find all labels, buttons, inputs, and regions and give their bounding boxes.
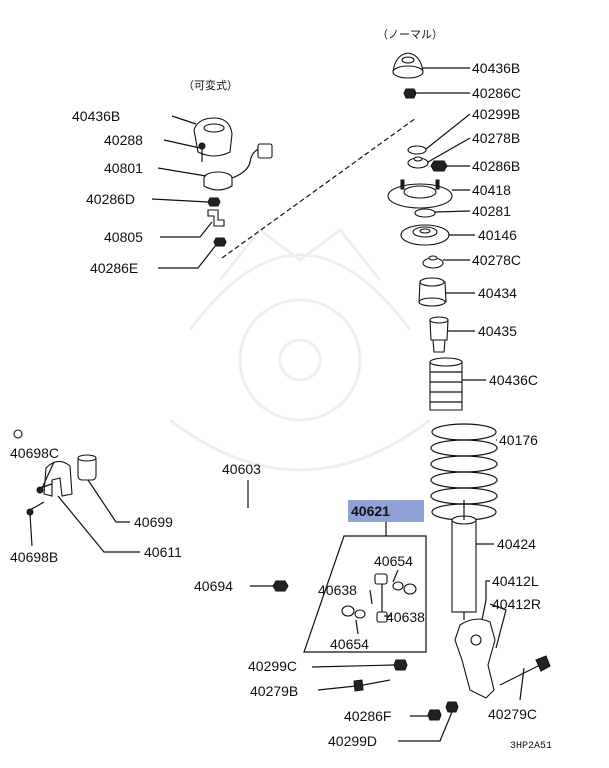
- diagram-code: 3HP2A51: [510, 741, 552, 752]
- bracket-40805: [207, 209, 225, 227]
- label-40434: 40434: [478, 285, 517, 301]
- link-kit-box: [303, 500, 427, 653]
- bushing-40699: [77, 454, 97, 481]
- nut-40299d: [445, 701, 459, 713]
- label-40286b: 40286B: [472, 158, 520, 174]
- label-40412l: 40412L: [492, 573, 539, 589]
- leader-lines: [29, 67, 525, 742]
- plate-40281: [414, 208, 436, 218]
- bolt-40698b: [26, 501, 45, 516]
- bushing-40278c: [422, 255, 444, 269]
- label-40698c: 40698C: [10, 445, 59, 461]
- label-40436c: 40436C: [489, 372, 538, 388]
- label-40638-a: 40638: [318, 582, 357, 598]
- label-40436b-top: 40436B: [472, 60, 520, 76]
- label-40654-b: 40654: [330, 636, 369, 652]
- upper-mount-40418: [387, 179, 453, 209]
- bushing-40278b: [407, 156, 429, 169]
- bracket-40611: [43, 460, 73, 497]
- bolt-40698c: [36, 483, 53, 494]
- variable-strut-parts: [193, 117, 417, 259]
- nut-40286c: [403, 88, 417, 99]
- stabilizer-bar: [13, 425, 301, 592]
- label-40146: 40146: [478, 227, 517, 243]
- nut-40286f: [427, 709, 442, 721]
- shock-absorber-40424: [451, 500, 477, 613]
- label-40286e: 40286E: [90, 260, 138, 276]
- label-40299b: 40299B: [472, 106, 520, 122]
- label-40698b: 40698B: [10, 549, 58, 565]
- watermark-emblem: [169, 227, 431, 472]
- bump-stop-40434: [418, 277, 447, 307]
- label-40288: 40288: [104, 132, 143, 148]
- spring-seat-40146: [400, 224, 450, 246]
- knuckle-40412: [454, 618, 496, 699]
- heading-variable: （可変式）: [183, 78, 238, 92]
- label-40279c: 40279C: [488, 706, 537, 722]
- label-40694: 40694: [194, 578, 233, 594]
- nut-40694: [272, 580, 289, 592]
- heading-normal: （ノーマル）: [377, 28, 443, 41]
- bolt-40279c: [499, 655, 551, 686]
- label-40435: 40435: [478, 323, 517, 339]
- label-40654-a: 40654: [374, 553, 413, 569]
- nut-40286e: [213, 237, 227, 247]
- washer-40299b: [407, 145, 427, 155]
- label-40286c: 40286C: [472, 85, 521, 101]
- label-40279b: 40279B: [250, 683, 298, 699]
- highlight-box: [348, 500, 424, 522]
- bolt-40279b: [353, 679, 391, 692]
- dashed-link: [221, 117, 417, 259]
- label-40424: 40424: [497, 536, 536, 552]
- label-40286d: 40286D: [86, 191, 135, 207]
- label-40412r: 40412R: [492, 596, 541, 612]
- strut-assembly: [387, 52, 551, 699]
- label-40299d: 40299D: [328, 733, 377, 749]
- nut-40286d: [207, 197, 221, 207]
- label-40278b: 40278B: [472, 130, 520, 146]
- stopper-40435: [429, 316, 449, 353]
- actuator-40436b: [193, 117, 233, 157]
- label-40801: 40801: [104, 160, 143, 176]
- label-40286f: 40286F: [344, 708, 391, 724]
- label-40418: 40418: [472, 182, 511, 198]
- label-40611: 40611: [144, 544, 182, 560]
- top-cap-part: [392, 52, 424, 79]
- dust-boot-40436c: [429, 357, 463, 411]
- label-40281: 40281: [472, 203, 511, 219]
- label-40176: 40176: [499, 432, 538, 448]
- label-40621: 40621: [351, 503, 390, 519]
- label-40299c: 40299C: [248, 658, 297, 674]
- label-40603: 40603: [222, 461, 261, 477]
- sensor-40801: [203, 143, 273, 191]
- nut-40299c: [393, 659, 408, 671]
- screw-40288: [198, 142, 206, 162]
- label-40436b-left: 40436B: [72, 108, 120, 124]
- part-labels: 40436B 40286C 40299B 40278B 40286B 40418…: [10, 60, 552, 752]
- label-40805: 40805: [104, 229, 143, 245]
- label-40699: 40699: [134, 514, 173, 530]
- label-40638-b: 40638: [386, 609, 425, 625]
- nut-40286b: [430, 160, 448, 172]
- label-40278c: 40278C: [472, 252, 521, 268]
